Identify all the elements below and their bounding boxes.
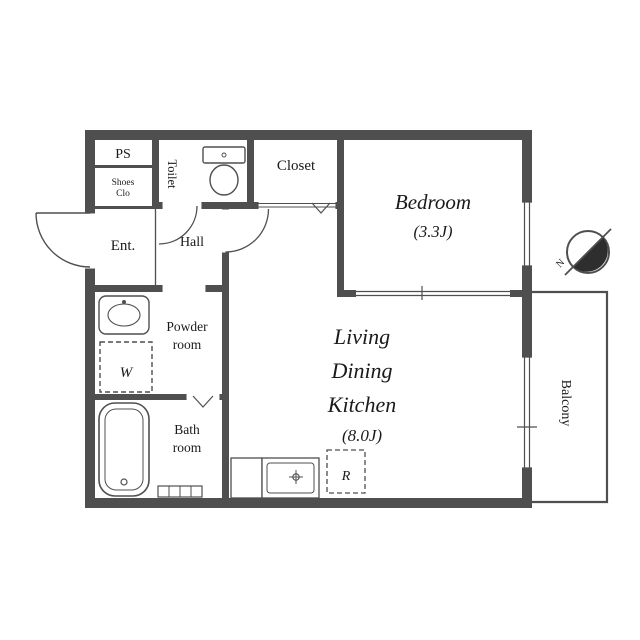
- wall-ps-bottom: [95, 165, 152, 168]
- wall-powder-top: [95, 285, 222, 292]
- kitchen-sink-basin-icon: [266, 462, 315, 494]
- label-toilet: Toilet: [165, 160, 179, 190]
- ldk-door-opening: [221, 209, 230, 253]
- walls: [85, 130, 532, 508]
- bathtub-inner-icon: [104, 408, 144, 491]
- wall-toilet-closet-divider: [247, 140, 254, 209]
- label-balcony: Balcony: [558, 380, 573, 427]
- label-bedroom-size: (3.3J): [414, 222, 453, 241]
- wall-shoes-bottom: [95, 206, 152, 209]
- bath-door-opening: [186, 393, 220, 401]
- door-swings: [35, 205, 270, 268]
- sink-faucet-icon: [122, 300, 126, 304]
- toilet-button-icon: [221, 152, 227, 158]
- ldk-door-jambs: [222, 208, 229, 254]
- refrigerator-box: [326, 449, 366, 494]
- bedroom-window-lines: [522, 201, 532, 267]
- toilet-door-opening: [162, 201, 202, 210]
- label-washing-machine: W: [120, 365, 134, 381]
- powder-door-jambs: [161, 285, 207, 292]
- label-shoes-line1: Shoes: [112, 178, 135, 188]
- bath-door-chevron-icon: [192, 395, 214, 408]
- label-powder-line1: Powder: [166, 319, 208, 334]
- toilet-bowl-icon: [209, 164, 239, 196]
- bedroom-sliding-door-lines: [356, 286, 510, 300]
- fixtures: [98, 146, 366, 499]
- balcony-door-lines: [517, 356, 537, 469]
- wall-closet-bedroom: [337, 140, 344, 297]
- compass-north-label: N: [554, 257, 567, 270]
- compass-needle: [564, 228, 612, 276]
- label-closet: Closet: [277, 158, 316, 174]
- balcony-door: [521, 357, 533, 468]
- compass-icon: N: [554, 228, 612, 276]
- powder-door-opening: [162, 284, 206, 293]
- label-bath-line1: Bath: [174, 422, 200, 437]
- compass-fill-half: [573, 237, 608, 272]
- labels: PS Shoes Clo Toilet Closet Bedroom (3.3J…: [111, 147, 573, 484]
- label-shoes-line2: Clo: [116, 189, 130, 199]
- wall-powder-bath: [95, 394, 222, 400]
- closet-door-chevron-icon: [311, 202, 331, 214]
- wall-bedroom-stub-right: [510, 290, 522, 297]
- toilet-tank-icon: [202, 146, 246, 164]
- label-entrance: Ent.: [111, 238, 136, 254]
- closet-door-opening: [258, 201, 336, 210]
- label-refrigerator: R: [341, 469, 351, 484]
- balcony-outline: [532, 290, 609, 504]
- closet-door-lines: [257, 202, 337, 209]
- entrance-door-arc: [35, 212, 91, 268]
- outer-wall-right: [522, 130, 532, 508]
- label-ldk-size: (8.0J): [342, 426, 382, 445]
- openings: [84, 201, 537, 469]
- bedroom-window: [521, 202, 533, 266]
- outer-wall-bottom: [85, 498, 532, 508]
- label-powder-line2: room: [173, 337, 202, 352]
- bath-door-jambs: [185, 394, 221, 400]
- bedroom-sliding-door-opening: [356, 289, 510, 298]
- label-bedroom: Bedroom: [395, 190, 471, 214]
- toilet-door-arc: [158, 205, 198, 245]
- bath-grate-lines: [168, 486, 192, 497]
- bathtub-icon: [98, 402, 150, 497]
- label-ldk-line2: Dining: [330, 358, 392, 383]
- kitchen-sink-icon: [261, 457, 320, 499]
- ldk-door-arc: [225, 208, 270, 253]
- stove-icon: [230, 457, 263, 499]
- label-hall: Hall: [180, 235, 204, 250]
- label-ldk-line1: Living: [333, 324, 390, 349]
- toilet-door-jambs: [161, 202, 203, 209]
- kitchen-faucet-cross: [289, 470, 303, 484]
- label-ldk-line3: Kitchen: [327, 392, 396, 417]
- outer-wall-top: [85, 130, 532, 140]
- bathtub-drain-icon: [120, 478, 128, 486]
- entrance-opening: [84, 213, 96, 269]
- label-bath-line2: room: [173, 440, 202, 455]
- label-ps: PS: [115, 147, 131, 162]
- washing-machine-box: [99, 341, 153, 393]
- wall-ps-toilet: [152, 140, 159, 209]
- wall-bedroom-stub-left: [344, 290, 356, 297]
- wall-hall-ldk: [222, 202, 229, 498]
- sink-icon: [98, 295, 150, 335]
- outer-wall-left: [85, 130, 95, 508]
